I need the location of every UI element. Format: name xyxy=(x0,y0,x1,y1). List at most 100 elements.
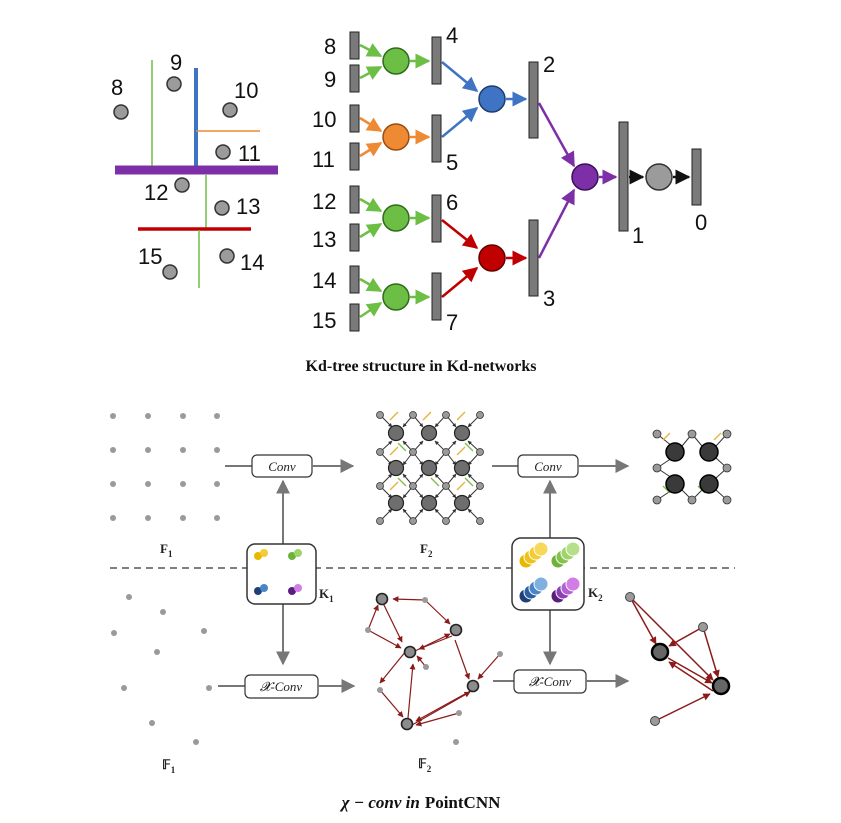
bar-label-1: 1 xyxy=(632,223,644,248)
leaf-label-12: 12 xyxy=(312,189,336,214)
bar-0 xyxy=(691,148,702,206)
bar-1 xyxy=(618,121,629,232)
leaf-bar-15 xyxy=(349,303,360,332)
point-15 xyxy=(162,264,178,280)
f2-node xyxy=(387,459,405,477)
bar-5 xyxy=(431,114,442,163)
leaf-label-8: 8 xyxy=(324,34,336,59)
out-cloud-node xyxy=(650,642,670,662)
space-label-12: 12 xyxy=(144,180,168,205)
bar-label-7: 7 xyxy=(446,310,458,335)
f1-cloud-label: 𝔽1 xyxy=(162,757,176,775)
f1-dot xyxy=(214,413,220,419)
edge-6-red xyxy=(441,219,479,249)
leaf-bar-10 xyxy=(349,104,360,133)
edge-4-blue xyxy=(441,61,479,92)
leaf-bar-14 xyxy=(349,265,360,294)
bar-label-6: 6 xyxy=(446,190,458,215)
kd-network-tree: 8 9 10 11 12 13 14 15 4 5 6 7 xyxy=(312,23,707,335)
out-node xyxy=(665,442,685,462)
edge-12 xyxy=(359,197,383,213)
node-red xyxy=(478,244,506,272)
f1-dot xyxy=(110,447,116,453)
bar-label-5: 5 xyxy=(446,150,458,175)
leaf-bar-11 xyxy=(349,142,360,171)
node-green-c xyxy=(382,283,410,311)
leaf-label-11: 11 xyxy=(312,147,335,172)
space-label-15: 15 xyxy=(138,244,162,269)
f1-grid xyxy=(110,413,220,521)
f2-node xyxy=(420,494,438,512)
f2-node xyxy=(420,424,438,442)
f2-node xyxy=(387,424,405,442)
kd-space-partition: 8 9 10 11 12 13 15 14 xyxy=(111,50,278,288)
leaf-label-14: 14 xyxy=(312,268,336,293)
point-10 xyxy=(222,102,238,118)
f1-dot xyxy=(180,447,186,453)
bar-label-0: 0 xyxy=(695,210,707,235)
edge-3-purple xyxy=(537,188,576,259)
bar-6 xyxy=(431,194,442,243)
edge-15 xyxy=(359,301,383,319)
output-cloud xyxy=(625,592,731,726)
space-label-11: 11 xyxy=(238,141,261,166)
f1-dot xyxy=(180,481,186,487)
bar-2 xyxy=(528,61,539,139)
bar-3 xyxy=(528,219,539,297)
output-grid xyxy=(652,429,732,505)
f1-dot xyxy=(214,515,220,521)
point-13 xyxy=(214,200,230,216)
conv1-label: Conv xyxy=(268,459,296,474)
space-label-9: 9 xyxy=(170,50,182,75)
f2-grid-label: F2 xyxy=(420,541,433,559)
f2-cloud-label: 𝔽2 xyxy=(418,756,432,774)
node-green-a xyxy=(382,47,410,75)
leaf-bar-13 xyxy=(349,223,360,252)
xconv2-label: 𝓧-Conv xyxy=(529,674,572,689)
edge-10 xyxy=(359,116,383,133)
f2-node xyxy=(453,424,471,442)
xconv1-label: 𝓧-Conv xyxy=(260,679,303,694)
point-8 xyxy=(113,104,129,120)
pointcnn-caption-symbol: χ − conv in xyxy=(340,793,420,812)
k1-kernels xyxy=(254,549,302,595)
point-9 xyxy=(166,76,182,92)
leaf-bar-12 xyxy=(349,185,360,214)
bar-4 xyxy=(431,36,442,85)
space-label-10: 10 xyxy=(234,78,258,103)
f1-dot xyxy=(214,447,220,453)
bar-label-4: 4 xyxy=(446,23,458,48)
leaf-label-10: 10 xyxy=(312,107,336,132)
f2-node xyxy=(387,494,405,512)
out-node xyxy=(699,474,719,494)
f2-node xyxy=(420,459,438,477)
f2-cloud-node xyxy=(449,623,463,637)
edge-2-purple xyxy=(537,102,576,168)
point-12 xyxy=(174,177,190,193)
f2-cloud-node xyxy=(466,679,480,693)
f1-dot xyxy=(180,413,186,419)
space-label-8: 8 xyxy=(111,75,123,100)
node-gray xyxy=(645,163,673,191)
leaf-label-15: 15 xyxy=(312,308,336,333)
out-node xyxy=(665,474,685,494)
pointcnn-diagram: F1 Conv xyxy=(110,411,735,775)
edge-11 xyxy=(359,141,383,158)
edge-14 xyxy=(359,277,383,293)
bar-label-3: 3 xyxy=(543,286,555,311)
conv2-label: Conv xyxy=(534,459,562,474)
edge-9 xyxy=(359,65,383,80)
f1-dot xyxy=(145,447,151,453)
k1-label: K1 xyxy=(319,586,334,604)
space-label-13: 13 xyxy=(236,194,260,219)
bar-label-2: 2 xyxy=(543,52,555,77)
f1-dot xyxy=(214,481,220,487)
f2-lattice xyxy=(376,411,484,525)
pointcnn-caption-name: PointCNN xyxy=(425,793,501,812)
f2-cloud xyxy=(365,592,503,745)
f2-cloud-node xyxy=(403,645,417,659)
kd-caption: Kd-tree structure in Kd-networks xyxy=(306,358,537,375)
bar-7 xyxy=(431,272,442,321)
out-node xyxy=(699,442,719,462)
